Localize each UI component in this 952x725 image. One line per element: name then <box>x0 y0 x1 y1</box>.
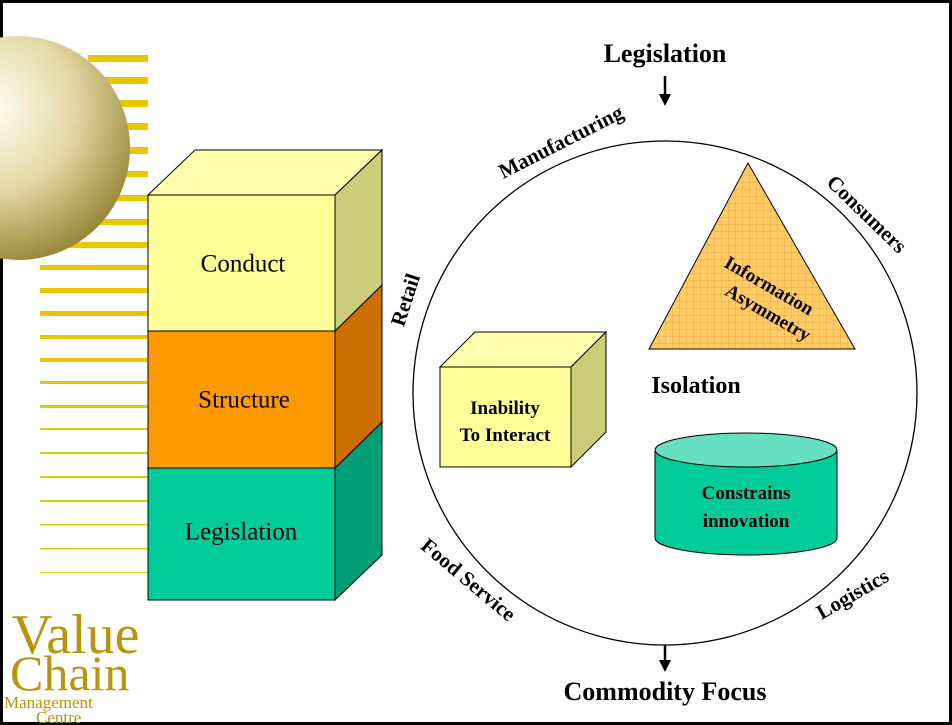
food-service-label: Food Service <box>416 533 520 626</box>
logistics-label: Logistics <box>812 564 893 624</box>
information-asymmetry-triangle: Information Asymmetry <box>648 161 856 350</box>
stack-label-legislation: Legislation <box>185 519 298 546</box>
decorative-stripes <box>0 36 148 573</box>
logo-line4: Centre <box>36 708 81 725</box>
manufacturing-label: Manufacturing <box>495 100 628 184</box>
isolation-label: Isolation <box>651 373 740 399</box>
logo-line2: Chain <box>10 645 129 701</box>
cylinder-label-line2: innovation <box>703 511 790 532</box>
stack-label-conduct: Conduct <box>201 251 286 278</box>
commodity-focus-label: Commodity Focus <box>564 677 767 706</box>
logo-line3: Management <box>4 693 93 712</box>
stack-label-structure: Structure <box>198 387 290 414</box>
sphere-graphic <box>0 36 130 260</box>
logo-line1: Value <box>12 604 140 666</box>
bottom-arrow <box>659 645 671 672</box>
inability-to-interact-cube: Inability To Interact <box>438 330 608 469</box>
value-chain-logo: Value Chain Management Centre <box>4 604 140 725</box>
stack-block-conduct: Conduct <box>146 148 384 333</box>
consumers-label: Consumers <box>822 170 912 258</box>
retail-label: Retail <box>386 270 425 329</box>
top-arrow <box>659 76 671 106</box>
cylinder-label-line1: Constrains <box>702 483 791 504</box>
top-legislation-label: Legislation <box>604 39 727 68</box>
cube-label-line1: Inability <box>470 398 540 419</box>
constrains-innovation-cylinder: Constrains innovation <box>654 432 838 556</box>
cube-label-line2: To Interact <box>460 425 551 446</box>
